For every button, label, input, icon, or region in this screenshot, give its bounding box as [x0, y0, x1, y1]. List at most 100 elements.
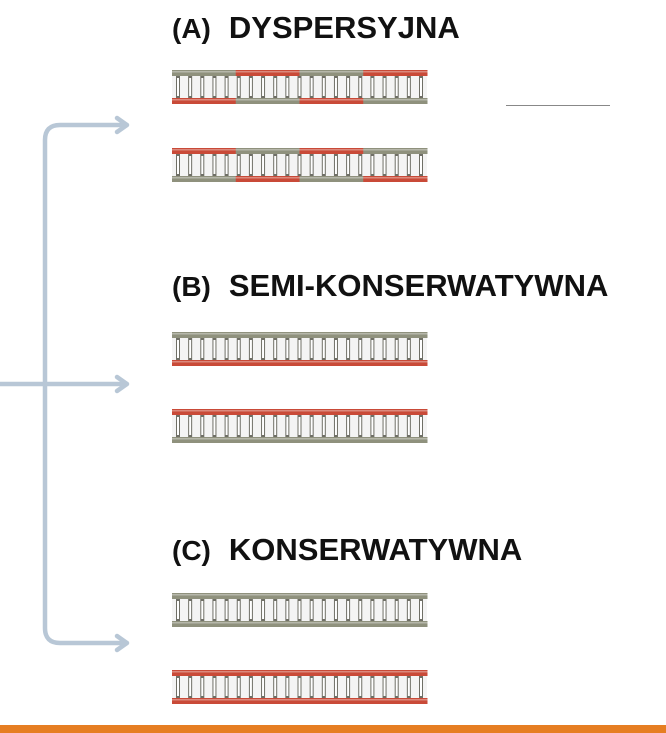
base-pair-rung-highlight — [189, 340, 192, 358]
base-pair-rung-highlight — [189, 78, 192, 96]
branching-bracket — [0, 115, 130, 653]
base-pair-rung-highlight — [201, 78, 204, 96]
bottom-strand-segment — [172, 621, 428, 627]
base-pair-rung-highlight — [371, 601, 374, 619]
base-pair-rung-highlight — [237, 417, 240, 435]
base-pair-rung-highlight — [347, 156, 350, 174]
base-pair-rung-highlight — [322, 78, 325, 96]
top-strand-segment — [363, 148, 428, 154]
base-pair-rung-highlight — [347, 340, 350, 358]
strand-shine — [363, 149, 428, 151]
top-strand-segment — [172, 670, 428, 676]
base-pair-rung-highlight — [420, 601, 422, 619]
base-pair-rung-highlight — [274, 340, 277, 358]
bottom-strand-segment — [172, 176, 237, 182]
base-pair-rung-highlight — [262, 78, 265, 96]
base-pair-rung-highlight — [177, 340, 179, 358]
top-strand-segment — [172, 593, 428, 599]
model-name: SEMI-KONSERWATYWNA — [228, 268, 609, 303]
top-strand-segment — [299, 148, 364, 154]
top-strand-segment — [172, 148, 237, 154]
base-pair-rung-highlight — [383, 340, 386, 358]
dna-molecule — [172, 409, 428, 443]
base-pair-rung-highlight — [298, 156, 301, 174]
base-pair-rung-highlight — [310, 340, 313, 358]
dna-molecule — [172, 148, 428, 182]
base-pair-rung-highlight — [347, 678, 350, 696]
base-pair-rung-highlight — [262, 417, 265, 435]
bottom-strand-segment — [172, 698, 428, 704]
dna-molecule — [172, 670, 428, 704]
base-pair-rung-highlight — [420, 340, 422, 358]
base-pair-rung-highlight — [225, 601, 228, 619]
top-strand-segment — [172, 332, 428, 338]
base-pair-rung-highlight — [371, 340, 374, 358]
base-pair-rung-highlight — [225, 78, 228, 96]
base-pair-rung-highlight — [298, 678, 301, 696]
base-pair-rung-highlight — [298, 417, 301, 435]
top-strand-segment — [235, 70, 300, 76]
top-strand-segment — [299, 70, 364, 76]
bottom-strand-segment — [363, 176, 428, 182]
strand-shine — [235, 99, 300, 101]
base-pair-rung-highlight — [213, 417, 216, 435]
base-pair-rung-highlight — [262, 156, 265, 174]
base-pair-rung-highlight — [177, 156, 179, 174]
base-pair-rung-highlight — [286, 601, 289, 619]
strand-shine — [235, 71, 300, 73]
short-rule-line — [506, 105, 610, 106]
base-pair-rung-highlight — [359, 678, 362, 696]
base-pair-rung-highlight — [420, 78, 422, 96]
base-pair-rung-highlight — [237, 601, 240, 619]
base-pair-rung-highlight — [237, 678, 240, 696]
base-pair-rung-highlight — [262, 678, 265, 696]
base-pair-rung-highlight — [274, 417, 277, 435]
model-letter: (B) — [172, 271, 211, 302]
model-label-c: (C)KONSERWATYWNA — [172, 532, 522, 568]
base-pair-rung-highlight — [334, 601, 337, 619]
strand-shine — [172, 671, 428, 673]
base-pair-rung-highlight — [371, 678, 374, 696]
base-pair-rung-highlight — [407, 601, 410, 619]
base-pair-rung-highlight — [310, 78, 313, 96]
base-pair-rung-highlight — [213, 601, 216, 619]
base-pair-rung-highlight — [213, 78, 216, 96]
strand-shine — [299, 71, 364, 73]
base-pair-rung-highlight — [407, 417, 410, 435]
bottom-strand-segment — [299, 176, 364, 182]
base-pair-rung-highlight — [322, 678, 325, 696]
model-label-b: (B) SEMI-KONSERWATYWNA — [172, 268, 608, 304]
base-pair-rung-highlight — [334, 678, 337, 696]
base-pair-rung-highlight — [420, 156, 422, 174]
strand-shine — [235, 149, 300, 151]
strand-shine — [172, 361, 428, 363]
bottom-accent-bar — [0, 725, 666, 733]
base-pair-rung-highlight — [249, 601, 252, 619]
base-pair-rung-highlight — [262, 601, 265, 619]
base-pair-rung-highlight — [201, 340, 204, 358]
strand-shine — [172, 622, 428, 624]
base-pair-rung-highlight — [395, 601, 398, 619]
bottom-strand-segment — [299, 98, 364, 104]
base-pair-rung-highlight — [407, 678, 410, 696]
base-pair-rung-highlight — [347, 417, 350, 435]
base-pair-rung-highlight — [249, 156, 252, 174]
base-pair-rung-highlight — [347, 78, 350, 96]
strand-shine — [172, 99, 237, 101]
base-pair-rung-highlight — [298, 601, 301, 619]
base-pair-rung-highlight — [286, 417, 289, 435]
base-pair-rung-highlight — [286, 156, 289, 174]
base-pair-rung-highlight — [383, 78, 386, 96]
top-strand-segment — [172, 409, 428, 415]
model-name: DYSPERSYJNA — [228, 10, 460, 45]
strand-shine — [172, 71, 237, 73]
strand-shine — [299, 177, 364, 179]
strand-shine — [172, 177, 237, 179]
base-pair-rung-highlight — [237, 340, 240, 358]
arrow-head-icon — [114, 633, 130, 653]
arrow-head-icon — [114, 115, 130, 135]
model-name: KONSERWATYWNA — [228, 532, 523, 567]
base-pair-rung-highlight — [322, 156, 325, 174]
base-pair-rung-highlight — [334, 340, 337, 358]
